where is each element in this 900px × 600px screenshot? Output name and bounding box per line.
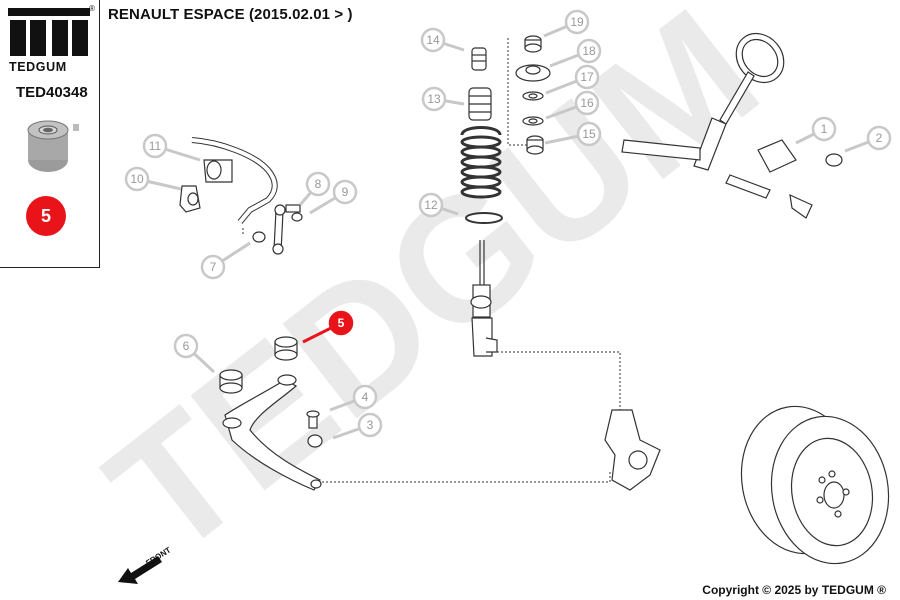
connection-lines <box>242 38 621 483</box>
callout-9: 9 <box>309 179 358 215</box>
callout-label: 9 <box>342 185 349 199</box>
callout-label: 8 <box>315 177 322 191</box>
callout-label: 11 <box>149 139 162 153</box>
anti-roll-bar <box>179 137 303 255</box>
callout-label: 6 <box>183 339 190 353</box>
callout-label: 19 <box>570 15 584 29</box>
callout-circle <box>332 179 358 205</box>
callout-label: 10 <box>130 172 144 186</box>
tedgum-logo <box>8 8 90 56</box>
callout-14: 14 <box>420 27 465 53</box>
callout-label: 14 <box>426 33 440 47</box>
callout-circle <box>564 9 590 35</box>
callout-label: 3 <box>367 418 374 432</box>
callout-7: 7 <box>200 241 251 280</box>
steering-knuckle <box>604 409 661 491</box>
callout-label: 5 <box>338 316 345 330</box>
registered-mark: ® <box>89 4 95 13</box>
callout-15: 15 <box>544 121 602 147</box>
callout-circle <box>811 116 837 142</box>
callout-18: 18 <box>549 38 602 68</box>
wheel <box>740 405 890 565</box>
callout-circle <box>574 64 600 90</box>
callout-13: 13 <box>421 86 465 112</box>
callout-10: 10 <box>124 166 182 192</box>
callout-circle <box>420 27 446 53</box>
callout-17: 17 <box>545 64 600 95</box>
strut-assembly <box>460 47 503 357</box>
callout-circle <box>576 121 602 147</box>
callout-circle <box>357 412 383 438</box>
callout-label: 1 <box>821 122 828 136</box>
callout-16: 16 <box>545 90 600 120</box>
lower-control-arm <box>219 336 323 491</box>
callout-4: 4 <box>329 384 378 412</box>
part-sidebar: ® TEDGUM TED40348 5 <box>0 0 100 268</box>
copyright: Copyright © 2025 by TEDGUM ® <box>702 583 886 597</box>
callout-label: 13 <box>427 92 441 106</box>
callout-label: 12 <box>424 198 438 212</box>
callout-5: 5 <box>302 310 354 344</box>
callout-label: 4 <box>362 390 369 404</box>
callout-circle <box>124 166 150 192</box>
callout-circle <box>574 90 600 116</box>
callout-circle <box>866 125 892 151</box>
part-number: TED40348 <box>16 84 88 101</box>
callout-label: 15 <box>582 127 596 141</box>
arrow-icon <box>118 556 162 584</box>
bushing-image <box>27 120 79 172</box>
callout-1: 1 <box>795 116 837 145</box>
front-arrow: FRONT <box>118 545 173 584</box>
callout-label: 16 <box>580 96 594 110</box>
callout-circle <box>173 333 199 359</box>
callout-label: 2 <box>876 131 883 145</box>
vehicle-title: RENAULT ESPACE (2015.02.01 > ) <box>108 6 353 23</box>
callout-11: 11 <box>142 133 201 162</box>
callout-6: 6 <box>173 333 216 374</box>
brand-name: TEDGUM <box>9 60 67 74</box>
callout-circle <box>142 133 168 159</box>
callout-circle <box>421 86 447 112</box>
callout-label: 17 <box>580 70 594 84</box>
callout-3: 3 <box>332 412 383 440</box>
callout-19: 19 <box>543 9 590 38</box>
callout-label: 7 <box>210 260 217 274</box>
callout-8: 8 <box>298 171 331 206</box>
callout-12: 12 <box>418 192 459 218</box>
callout-circle <box>352 384 378 410</box>
callout-circle <box>305 171 331 197</box>
callout-circle <box>576 38 602 64</box>
highlight-badge: 5 <box>26 196 66 236</box>
callout-circle <box>200 254 226 280</box>
callout-2: 2 <box>844 125 892 153</box>
callout-circle <box>418 192 444 218</box>
top-mount-parts <box>515 35 551 155</box>
callout-label: 18 <box>582 44 596 58</box>
steering-rack <box>621 32 843 219</box>
callout-circle <box>328 310 354 336</box>
